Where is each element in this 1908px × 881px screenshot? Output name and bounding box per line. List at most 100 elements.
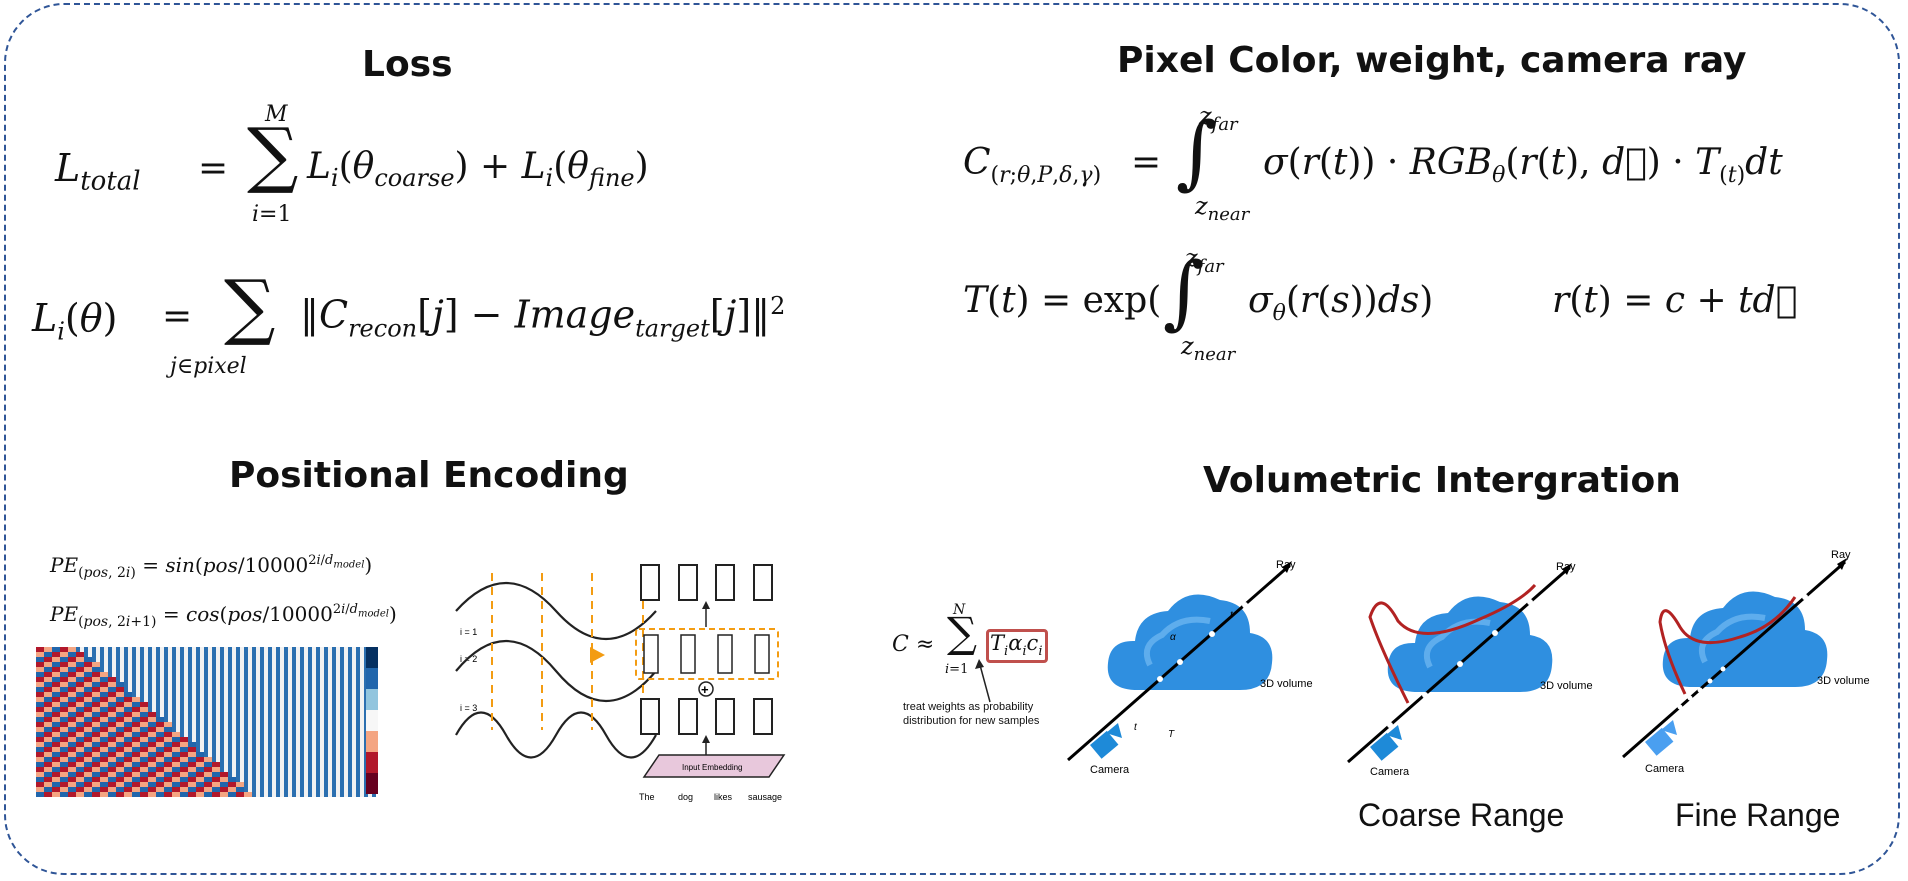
heatmap-cell <box>132 727 140 732</box>
heatmap-cell <box>36 762 44 767</box>
heatmap-cell <box>76 752 84 757</box>
heatmap-cell <box>188 787 196 792</box>
heatmap-cell <box>140 722 148 727</box>
token-sausage: sausage <box>748 792 782 802</box>
heatmap-cell <box>36 757 44 762</box>
heatmap-cell <box>124 752 132 757</box>
heatmap-cell <box>92 727 100 732</box>
heatmap-cell <box>196 752 204 757</box>
heatmap-cell <box>148 782 156 787</box>
heatmap-cell <box>44 667 52 672</box>
heatmap-cell <box>100 677 108 682</box>
heatmap-cell <box>124 717 132 722</box>
heatmap-column <box>348 647 352 797</box>
heatmap-cell <box>180 752 188 757</box>
heatmap-cell <box>68 787 76 792</box>
heatmap-cell <box>60 757 68 762</box>
pe-sin-formula: PE(pos, 2i) = sin(pos/100002i/dmodel) <box>50 553 373 581</box>
heatmap-cell <box>124 757 132 762</box>
heatmap-cell <box>132 757 140 762</box>
pixel-color-title: Pixel Color, weight, camera ray <box>1117 40 1747 81</box>
heatmap-cell <box>52 737 60 742</box>
heatmap-cell <box>44 752 52 757</box>
coarse-range-caption: Coarse Range <box>1358 797 1565 833</box>
heatmap-cell <box>108 782 116 787</box>
heatmap-cell <box>148 757 156 762</box>
heatmap-cell <box>164 777 172 782</box>
camera-icon-coarse <box>1370 732 1399 761</box>
ray-label-coarse: Ray <box>1556 561 1576 573</box>
heatmap-cell <box>140 757 148 762</box>
heatmap-cell <box>148 792 156 797</box>
heatmap-cell <box>36 787 44 792</box>
heatmap-cell <box>36 692 44 697</box>
heatmap-cell <box>36 742 44 747</box>
heatmap-cell <box>180 757 188 762</box>
heatmap-cell <box>108 777 116 782</box>
heatmap-cell <box>180 737 188 742</box>
heatmap-column <box>296 647 300 797</box>
heatmap-cell <box>84 752 92 757</box>
heatmap-cell <box>196 767 204 772</box>
heatmap-cell <box>164 742 172 747</box>
heatmap-cell <box>44 657 52 662</box>
heatmap-cell <box>100 692 108 697</box>
heatmap-cell <box>180 747 188 752</box>
heatmap-cell <box>228 792 236 797</box>
heatmap-cell <box>60 762 68 767</box>
heatmap-cell <box>100 717 108 722</box>
heatmap-column <box>324 647 328 797</box>
heatmap-cell <box>116 717 124 722</box>
heatmap-cell <box>60 697 68 702</box>
transmittance-equation: T(t) = exp( ∫ zfar znear σθ(r(s))ds) <box>963 244 1434 365</box>
heatmap-cell <box>172 732 180 737</box>
heatmap-cell <box>92 707 100 712</box>
heatmap-cell <box>52 782 60 787</box>
heatmap-cell <box>92 667 100 672</box>
heatmap-cell <box>92 767 100 772</box>
heatmap-cell <box>140 752 148 757</box>
heatmap-column <box>272 647 276 797</box>
heatmap-cell <box>60 657 68 662</box>
heatmap-cell <box>76 732 84 737</box>
heatmap-cell <box>68 652 76 657</box>
heatmap-cell <box>44 777 52 782</box>
heatmap-cell <box>196 787 204 792</box>
heatmap-cell <box>148 752 156 757</box>
heatmap-column <box>184 647 188 797</box>
heatmap-cell <box>108 727 116 732</box>
heatmap-cell <box>124 697 132 702</box>
heatmap-cell <box>124 767 132 772</box>
heatmap-cell <box>44 782 52 787</box>
pe-heatmap <box>36 647 378 797</box>
heatmap-cell <box>92 747 100 752</box>
heatmap-cell <box>60 712 68 717</box>
heatmap-cell <box>116 787 124 792</box>
heatmap-cell <box>76 692 84 697</box>
heatmap-cell <box>180 742 188 747</box>
heatmap-cell <box>84 732 92 737</box>
input-embedding-label: Input Embedding <box>682 763 743 772</box>
heatmap-cell <box>36 747 44 752</box>
heatmap-cell <box>60 652 68 657</box>
heatmap-cell <box>44 677 52 682</box>
heatmap-cell <box>108 767 116 772</box>
heatmap-cell <box>100 727 108 732</box>
heatmap-column <box>208 647 212 797</box>
heatmap-cell <box>60 747 68 752</box>
heatmap-cell <box>76 717 84 722</box>
heatmap-cell <box>124 737 132 742</box>
heatmap-cell <box>68 702 76 707</box>
volumetric-integration-title: Volumetric Intergration <box>1203 460 1681 501</box>
heatmap-cell <box>44 737 52 742</box>
heatmap-cell <box>92 782 100 787</box>
heatmap-cell <box>36 647 44 652</box>
heatmap-cell <box>60 667 68 672</box>
heatmap-cell <box>52 757 60 762</box>
heatmap-cell <box>132 707 140 712</box>
heatmap-cell <box>156 747 164 752</box>
heatmap-cell <box>140 772 148 777</box>
heatmap-cell <box>36 772 44 777</box>
camera-icon-fine <box>1645 727 1674 756</box>
heatmap-cell <box>172 737 180 742</box>
